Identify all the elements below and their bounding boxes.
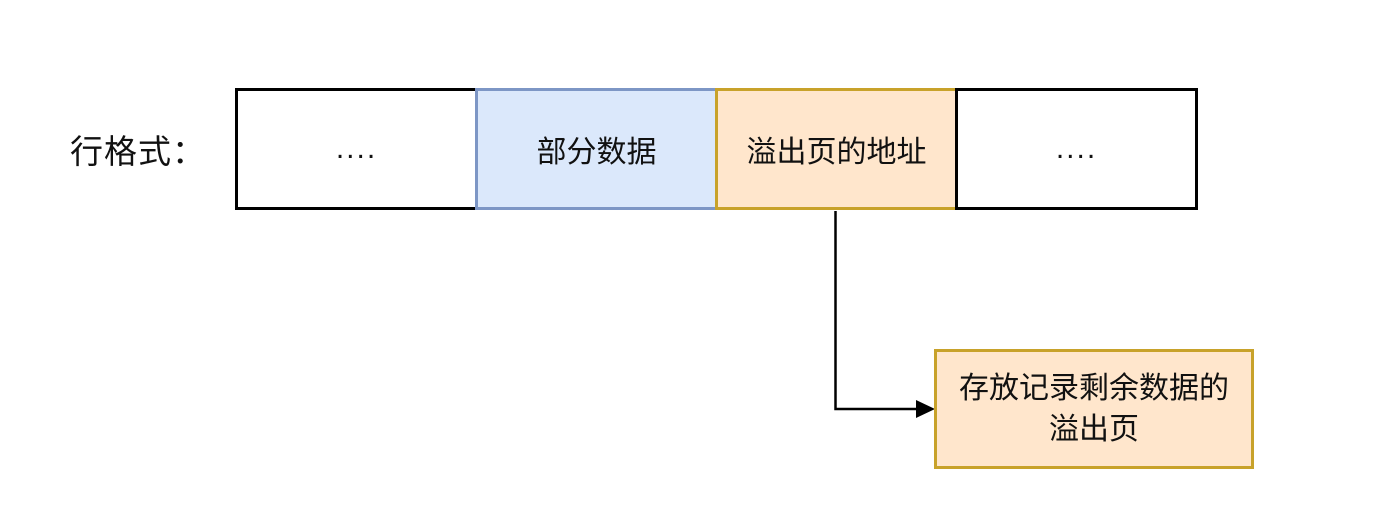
row-cell-ellipsis-right: .... bbox=[955, 88, 1198, 210]
row-cell-overflow-page-address: 溢出页的地址 bbox=[715, 88, 958, 210]
overflow-page-text-line1: 存放记录剩余数据的 bbox=[959, 372, 1229, 405]
row-format-boxes: .... 部分数据 溢出页的地址 .... bbox=[235, 88, 1198, 210]
row-format-label: 行格式： bbox=[70, 133, 206, 170]
row-cell-ellipsis-left: .... bbox=[235, 88, 478, 210]
row-cell-partial-data: 部分数据 bbox=[475, 88, 718, 210]
overflow-page-box: 存放记录剩余数据的 溢出页 bbox=[934, 349, 1254, 469]
overflow-page-text-line2: 溢出页 bbox=[1049, 413, 1139, 446]
